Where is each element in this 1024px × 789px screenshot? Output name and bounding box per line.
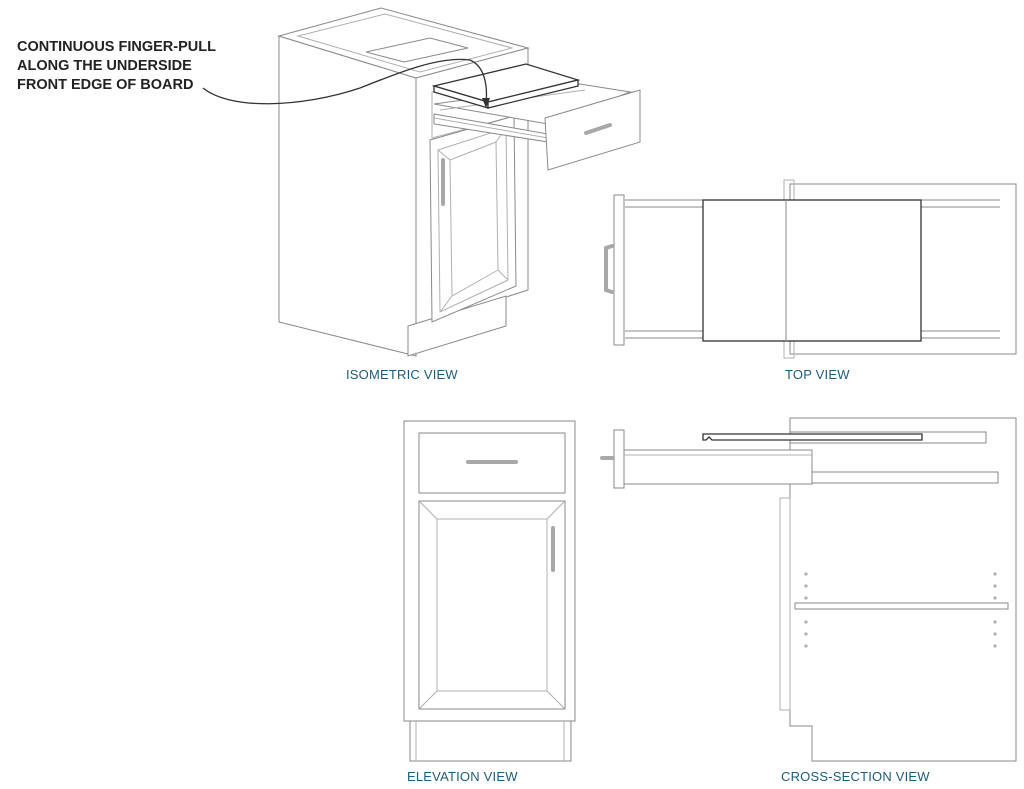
finger-pull-callout: CONTINUOUS FINGER-PULL ALONG THE UNDERSI… <box>17 38 216 95</box>
caption-isometric-view: ISOMETRIC VIEW <box>346 367 458 382</box>
top-drawer-front <box>613 194 625 346</box>
callout-arrowhead <box>482 98 490 108</box>
callout-line-2: ALONG THE UNDERSIDE <box>17 58 192 74</box>
xsec-drawer-front <box>613 429 625 489</box>
iso-door <box>429 115 517 323</box>
xsec-drawer-rail <box>811 471 999 484</box>
iso-top-inner <box>296 13 514 73</box>
elevation-view <box>403 420 576 762</box>
xsec-drawer-box <box>623 449 813 485</box>
iso-board-slot <box>365 37 469 63</box>
cross-section-view <box>600 417 1017 762</box>
iso-drawer-handle <box>584 123 612 135</box>
xsec-shelf-pin-holes <box>804 572 997 648</box>
iso-pullout-board-front <box>487 79 579 109</box>
top-pullout-board <box>702 199 922 342</box>
caption-cross-section-view: CROSS-SECTION VIEW <box>781 769 930 784</box>
caption-elevation-view: ELEVATION VIEW <box>407 769 518 784</box>
elev-door-panel <box>436 518 548 692</box>
xsec-cabinet-profile <box>789 417 1017 762</box>
iso-side-panel <box>278 35 417 357</box>
elev-toe-kick <box>409 720 572 762</box>
callout-leader-line <box>202 58 488 105</box>
xsec-door-edge <box>779 497 791 711</box>
caption-top-view: TOP VIEW <box>785 367 850 382</box>
top-drawer-handle <box>604 244 614 294</box>
isometric-view <box>202 7 641 357</box>
iso-toe-kick <box>407 295 507 357</box>
elev-door <box>418 500 566 710</box>
callout-line-3: FRONT EDGE OF BOARD <box>17 77 194 93</box>
xsec-adjustable-shelf <box>794 602 1009 610</box>
xsec-pullout-board <box>702 433 923 441</box>
callout-line-1: CONTINUOUS FINGER-PULL <box>17 39 216 55</box>
top-view <box>604 179 1017 359</box>
